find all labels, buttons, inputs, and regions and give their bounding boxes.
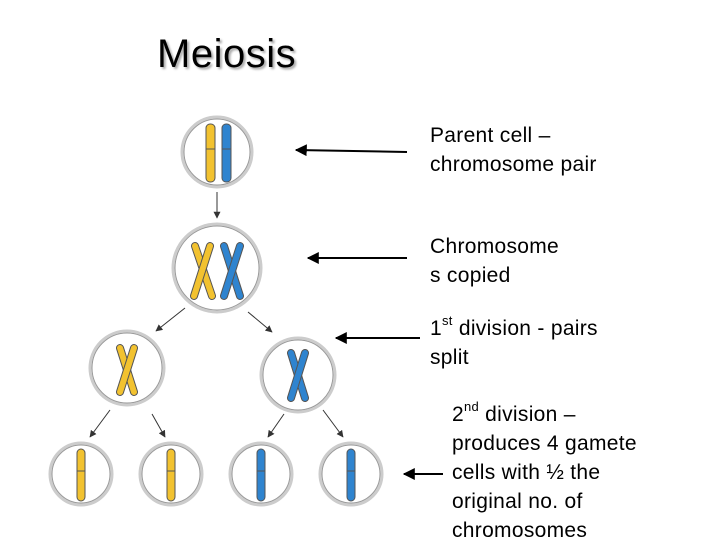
label-first-ordinal-number: 1	[430, 317, 442, 340]
label-first-ordinal-suffix: st	[441, 313, 453, 328]
daughter-cell-paternal	[259, 336, 337, 414]
label-first-text: division - pairs	[452, 317, 598, 340]
flow-arrow-to-gamete-2	[151, 413, 166, 438]
pointer-arrow-parent	[294, 144, 408, 157]
flow-arrow-to-gamete-1	[89, 409, 111, 438]
copied-cell	[171, 222, 263, 314]
flow-arrow-to-right-daughter	[247, 311, 273, 333]
label-second-line5: chromosomes	[452, 519, 588, 542]
daughter-cell-maternal	[88, 329, 166, 407]
copied-cell-membrane	[171, 222, 263, 314]
label-second-text: division –	[479, 403, 576, 426]
replicated-paternal-chromosome	[220, 242, 244, 300]
parent-cell-membrane	[180, 115, 254, 189]
label-first-line2: split	[430, 346, 469, 369]
label-parent-cell: Parent cell – chromosome pair	[430, 121, 597, 179]
flow-arrow-to-gamete-4	[322, 409, 344, 438]
page-title: Meiosis	[157, 32, 297, 76]
maternal-chromosome	[205, 123, 216, 183]
gamete-cell-4	[318, 441, 384, 507]
gamete-cell-2	[138, 441, 204, 507]
paternal-chromosome	[221, 123, 232, 183]
label-second-ordinal-number: 2	[452, 403, 464, 426]
gamete-cell-1	[48, 441, 114, 507]
label-second-line3: cells with ½ the	[452, 461, 601, 484]
label-second-ordinal-suffix: nd	[463, 399, 480, 414]
label-second-line4: original no. of	[452, 490, 583, 513]
flow-arrow-to-left-daughter	[155, 307, 186, 332]
parent-cell	[180, 115, 254, 189]
flow-arrow-to-gamete-3	[267, 413, 285, 438]
label-second-division: 2nd division – produces 4 gamete cells w…	[452, 400, 637, 545]
label-chromosomes-copied: Chromosome s copied	[430, 232, 559, 290]
label-copied-line1: Chromosome	[430, 235, 560, 258]
label-second-line2: produces 4 gamete	[452, 432, 637, 455]
replicated-maternal-chromosome	[190, 242, 216, 300]
gamete-cell-3	[228, 441, 294, 507]
label-parent-line1: Parent cell –	[430, 124, 551, 147]
label-parent-line2: chromosome pair	[430, 153, 597, 176]
label-first-division: 1st division - pairs split	[430, 314, 598, 372]
label-copied-line2: s copied	[430, 264, 511, 287]
